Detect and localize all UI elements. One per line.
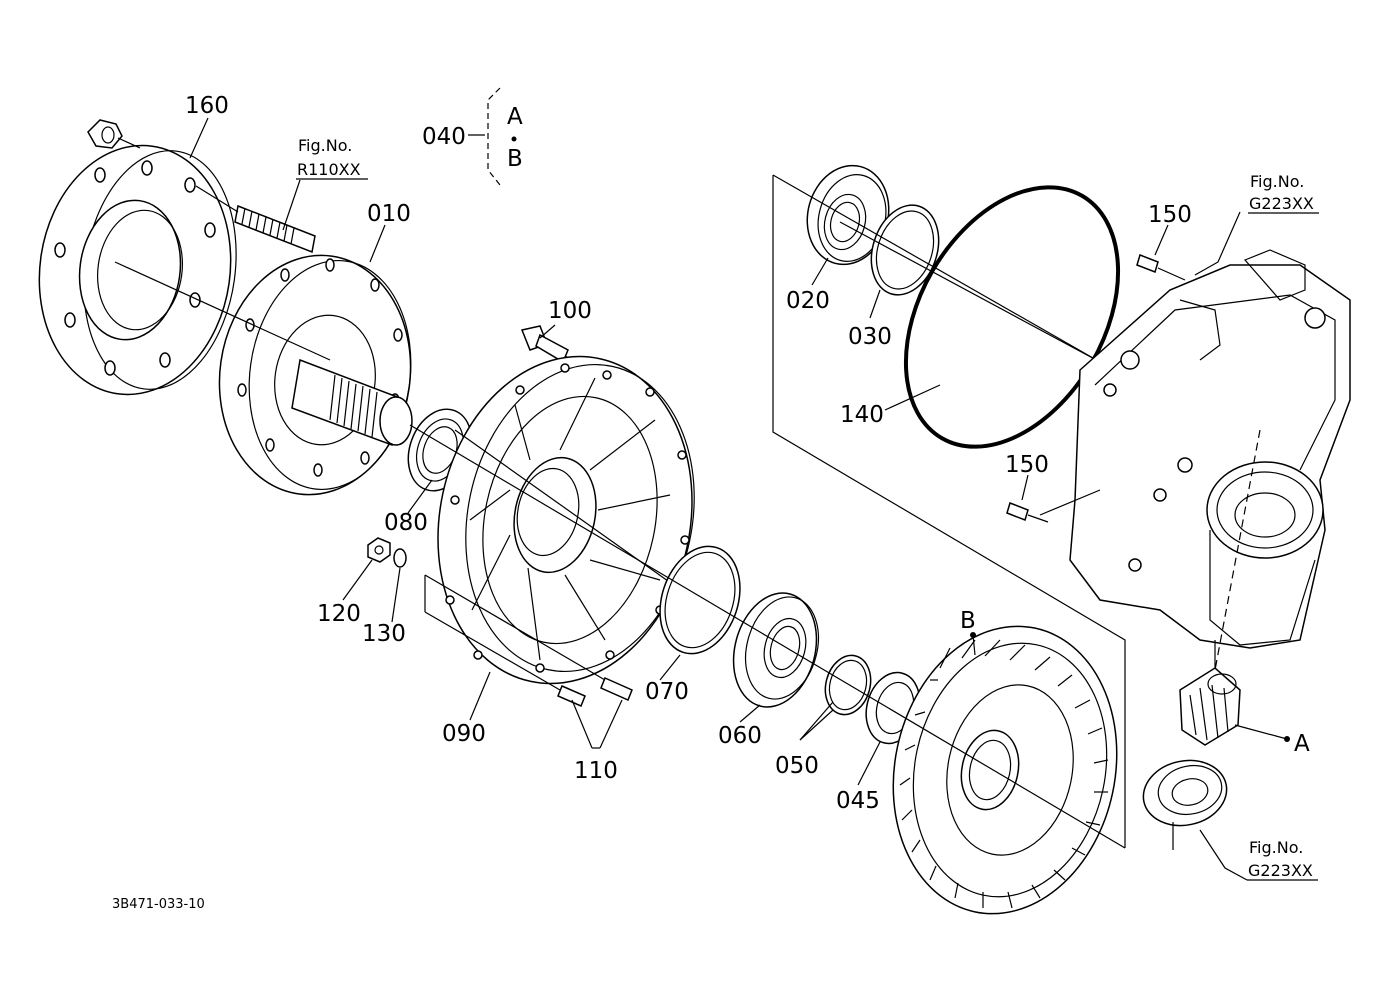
label-090: 090 <box>442 721 486 747</box>
marker-dots <box>970 632 1290 742</box>
figref-title: Fig.No. <box>1250 172 1304 191</box>
part-040-bracket <box>468 87 501 186</box>
marker-b-gear: B <box>960 608 976 634</box>
part-160-nut[interactable] <box>87 119 141 149</box>
label-070: 070 <box>645 679 689 705</box>
label-080: 080 <box>384 510 428 536</box>
figref-code: R110XX <box>297 160 361 179</box>
part-050-snap-rings[interactable] <box>819 650 877 719</box>
label-030: 030 <box>848 324 892 350</box>
part-160-flange[interactable] <box>24 133 251 407</box>
label-110: 110 <box>574 758 618 784</box>
figref-code: G223XX <box>1249 194 1314 213</box>
label-140: 140 <box>840 402 884 428</box>
label-130: 130 <box>362 621 406 647</box>
figref-title: Fig.No. <box>298 136 352 155</box>
marker-dot-040 <box>511 136 517 142</box>
marker-b-040: B <box>507 146 523 172</box>
part-110-studs[interactable] <box>424 574 633 707</box>
leader-lines <box>189 117 1248 881</box>
pinion-gear[interactable] <box>1179 640 1241 746</box>
part-150-pin-a[interactable] <box>1136 254 1186 281</box>
differential-case <box>1039 249 1351 649</box>
pinion-bearing[interactable] <box>1137 753 1232 850</box>
part-150-pin-b[interactable] <box>1006 502 1049 523</box>
figref-g223xx-bottom[interactable]: Fig.No. G223XX <box>1247 838 1318 881</box>
figref-code: G223XX <box>1248 861 1313 880</box>
figref-title: Fig.No. <box>1249 838 1303 857</box>
bevel-gear[interactable] <box>409 424 1143 935</box>
label-045: 045 <box>836 788 880 814</box>
marker-a-pinion: A <box>1294 731 1310 757</box>
part-070-o-ring[interactable] <box>647 536 753 664</box>
part-060-bearing[interactable] <box>721 584 829 717</box>
marker-a-040: A <box>507 104 523 130</box>
part-010-shaft-flange[interactable] <box>114 243 426 507</box>
label-150-top: 150 <box>1148 202 1192 228</box>
label-100: 100 <box>548 298 592 324</box>
label-040: 040 <box>422 124 466 150</box>
label-010: 010 <box>367 201 411 227</box>
part-130-washer[interactable] <box>393 548 407 568</box>
group-bracket-lines <box>772 174 1126 848</box>
stud-bolt[interactable] <box>195 185 316 254</box>
label-050: 050 <box>775 753 819 779</box>
label-020: 020 <box>786 288 830 314</box>
figref-g223xx-top[interactable]: Fig.No. G223XX <box>1248 172 1319 214</box>
label-120: 120 <box>317 601 361 627</box>
part-120-nut[interactable] <box>367 537 391 563</box>
label-150-mid: 150 <box>1005 452 1049 478</box>
figref-r110xx[interactable]: Fig.No. R110XX <box>282 136 368 231</box>
label-160: 160 <box>185 93 229 119</box>
drawing-code: 3B471-033-10 <box>112 897 205 912</box>
label-060: 060 <box>718 723 762 749</box>
